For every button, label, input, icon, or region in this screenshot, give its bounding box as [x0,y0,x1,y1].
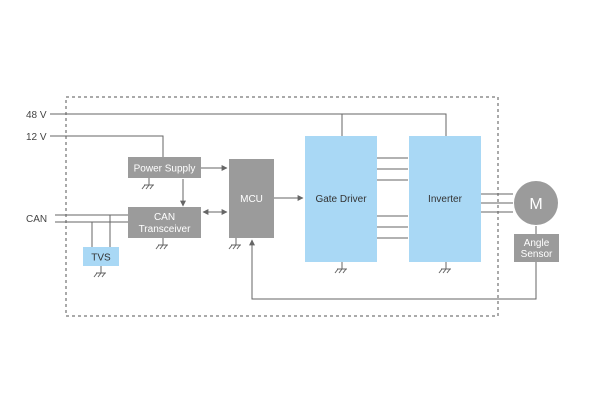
power-supply-label: Power Supply [134,164,196,175]
wires [50,113,537,300]
angle-sensor-label-line1: Angle [524,238,550,249]
ground-icon [228,238,241,250]
can-transceiver-label-line2: Transceiver [139,224,192,235]
ground-icon [334,262,347,274]
ground-icon [141,178,154,190]
can-transceiver-block: CAN Transceiver [128,207,201,238]
power-supply-block: Power Supply [128,157,201,178]
motor-label: M [529,196,542,213]
ground-icon [155,238,168,250]
input-48v-label: 48 V [26,110,47,121]
inverter-block: Inverter [409,136,481,262]
system-boundary [65,96,499,317]
ground-icons [93,178,451,278]
tvs-label: TVS [91,253,111,264]
motor: M [514,181,558,225]
input-can-label: CAN [26,214,47,225]
gate-driver-label: Gate Driver [315,194,367,205]
can-transceiver-label-line1: CAN [154,212,175,223]
angle-sensor-block: Angle Sensor [514,234,559,262]
mcu-label: MCU [240,194,263,205]
ground-icon [93,266,106,278]
inverter-label: Inverter [428,194,463,205]
gate-driver-block: Gate Driver [305,136,377,262]
tvs-block: TVS [83,247,119,266]
ground-icon [438,262,451,274]
mcu-block: MCU [229,159,274,238]
input-12v-label: 12 V [26,132,47,143]
angle-sensor-label-line2: Sensor [521,249,553,260]
